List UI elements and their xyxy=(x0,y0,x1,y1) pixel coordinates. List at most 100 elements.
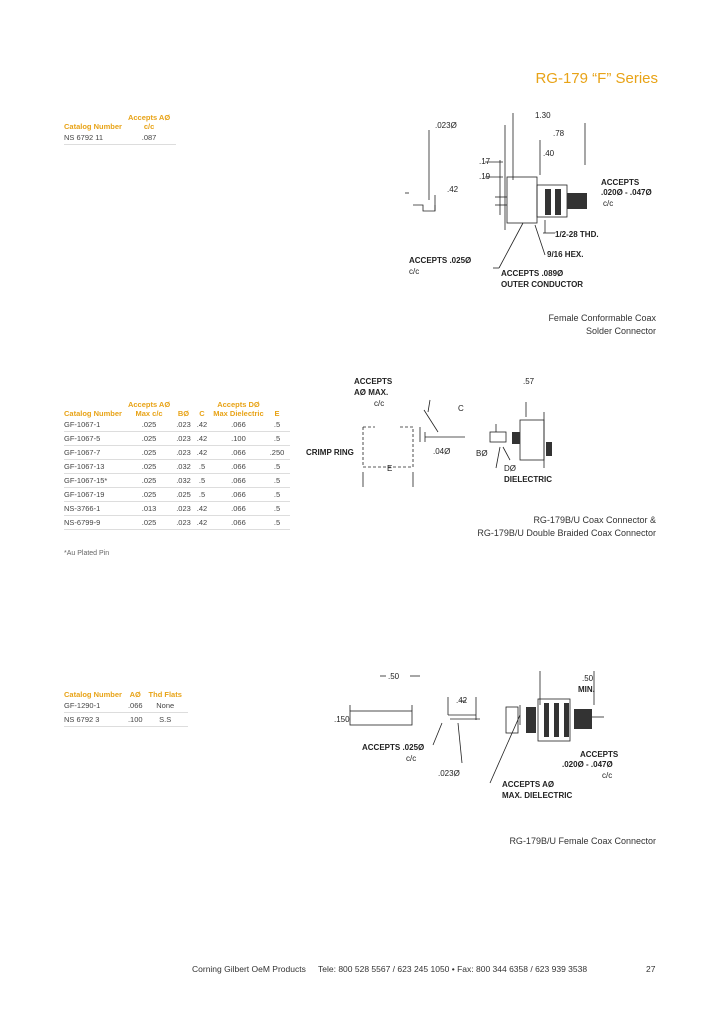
accepts-outer-line1: ACCEPTS .089Ø xyxy=(501,269,563,278)
table-cell: GF-1290-1 xyxy=(64,699,128,713)
table-cell: .025 xyxy=(127,445,177,460)
table-row: GF-1067-15*.025.032.5.066.5 xyxy=(64,473,291,488)
table-cell: .066 xyxy=(213,459,270,474)
column-header: C xyxy=(199,409,205,418)
table-cell: .025 xyxy=(127,473,177,488)
table-cell: .100 xyxy=(127,712,149,727)
column-header: Accepts AØ Max c/c xyxy=(127,400,171,418)
caption-2: RG-179B/U Coax Connector & RG-179B/U Dou… xyxy=(400,514,656,540)
table-cell: .087 xyxy=(127,131,177,145)
accepts-a-line3: c/c xyxy=(374,399,384,408)
caption-1: Female Conformable Coax Solder Connector xyxy=(440,312,656,338)
caption-1-line-2: Solder Connector xyxy=(585,326,656,336)
footer-company: Corning Gilbert OeM Products xyxy=(192,964,306,974)
table-cell: .5 xyxy=(269,431,291,446)
column-header: Catalog Number xyxy=(64,409,122,418)
table-cell: .42 xyxy=(196,431,214,446)
table-row: GF-1067-19.025.025.5.066.5 xyxy=(64,487,291,502)
table-cell: .023 xyxy=(176,431,197,446)
table-cell: .032 xyxy=(176,473,197,488)
table-cell: .5 xyxy=(196,487,214,502)
accepts-right-line1: ACCEPTS xyxy=(580,750,619,759)
caption-2-line-1: RG-179B/U Coax Connector & xyxy=(533,515,656,525)
dim-17: .17 xyxy=(479,157,491,166)
table-cell: .066 xyxy=(213,501,270,516)
table-cell: NS-6799-9 xyxy=(64,515,128,530)
table-cell: .42 xyxy=(196,501,214,516)
dim-42: .42 xyxy=(456,696,468,705)
table-cell: .023 xyxy=(176,418,197,432)
dielectric-label: DIELECTRIC xyxy=(504,475,552,484)
table-cell: GF-1067-1 xyxy=(64,418,128,432)
accepts-a-line1: ACCEPTS xyxy=(354,377,393,386)
column-header: Catalog Number xyxy=(64,690,122,699)
table-cell: .5 xyxy=(269,459,291,474)
table-cell: .025 xyxy=(127,487,177,502)
accepts-right-line1: ACCEPTS xyxy=(601,178,640,187)
table-cell: NS 6792 3 xyxy=(64,712,128,727)
caption-1-line-1: Female Conformable Coax xyxy=(548,313,656,323)
catalog-table-1: Catalog Number Accepts AØ c/c NS 6792 11.… xyxy=(64,113,177,145)
female-coax-drawing: .50 .42 .150 .50 MIN. ACCEPTS .025Ø c/c … xyxy=(334,671,619,800)
accepts-outer-line2: OUTER CONDUCTOR xyxy=(501,280,583,289)
table-cell: .42 xyxy=(196,445,214,460)
table-cell: .025 xyxy=(127,515,177,530)
table-cell: NS 6792 11 xyxy=(64,131,128,145)
table-cell: .5 xyxy=(269,515,291,530)
series-title: RG-179 “F” Series xyxy=(535,70,658,87)
table-cell: GF-1067-5 xyxy=(64,431,128,446)
table-cell: .013 xyxy=(127,501,177,516)
accepts-left-line1: ACCEPTS .025Ø xyxy=(409,256,471,265)
crimp-ring-label: CRIMP RING xyxy=(306,448,354,457)
table-cell: .023 xyxy=(176,445,197,460)
table-cell: .5 xyxy=(269,473,291,488)
table-row: GF-1067-7.025.023.42.066.250 xyxy=(64,445,291,460)
table-cell: .100 xyxy=(213,431,270,446)
table-row: NS-6799-9.025.023.42.066.5 xyxy=(64,515,291,530)
dim-d: DØ xyxy=(504,464,516,473)
table-cell: S.S xyxy=(148,712,188,727)
column-header: AØ xyxy=(129,690,141,699)
accepts-a-dielectric-line2: MAX. DIELECTRIC xyxy=(502,791,572,800)
table-cell: GF-1067-7 xyxy=(64,445,128,460)
table-row: GF-1067-1.025.023.42.066.5 xyxy=(64,418,291,432)
table-cell: .025 xyxy=(127,431,177,446)
accepts-right-line3: c/c xyxy=(602,771,612,780)
table-cell: .5 xyxy=(269,418,291,432)
dim-40: .40 xyxy=(543,149,555,158)
accepts-025-line2: c/c xyxy=(406,754,416,763)
table-cell: .066 xyxy=(127,699,149,713)
accepts-right-line3: c/c xyxy=(603,199,613,208)
table-cell: .066 xyxy=(213,515,270,530)
caption-3-line-1: RG-179B/U Female Coax Connector xyxy=(509,836,656,846)
dim-c: C xyxy=(458,404,464,413)
caption-3: RG-179B/U Female Coax Connector xyxy=(440,835,656,848)
table-row: NS 6792 11.087 xyxy=(64,131,177,145)
accepts-a-dielectric-line1: ACCEPTS AØ xyxy=(502,780,554,789)
dim-19: .19 xyxy=(479,172,491,181)
accepts-right-line2: .020Ø - .047Ø xyxy=(601,188,652,197)
accepts-right-line2: .020Ø - .047Ø xyxy=(562,760,613,769)
dim-04: .04Ø xyxy=(433,447,450,456)
table-cell: GF-1067-19 xyxy=(64,487,128,502)
table-cell: .5 xyxy=(196,459,214,474)
solder-connector-drawing: .023Ø .42 1.30 .78 .40 .17 .19 ACCEPTS .… xyxy=(405,111,652,289)
dim-50-min: .50 xyxy=(582,674,594,683)
table-cell: .025 xyxy=(176,487,197,502)
footer-contact: Tele: 800 528 5567 / 623 245 1050 • Fax:… xyxy=(318,964,588,974)
dim-78: .78 xyxy=(553,129,565,138)
coax-connector-drawing: ACCEPTS AØ MAX. c/c .57 C CRIMP RING E .… xyxy=(306,377,552,487)
table-cell: .250 xyxy=(269,445,291,460)
column-header: Catalog Number xyxy=(64,122,122,131)
table-cell: NS-3766-1 xyxy=(64,501,128,516)
accepts-left-line2: c/c xyxy=(409,267,419,276)
table-row: GF-1067-13.025.032.5.066.5 xyxy=(64,459,291,474)
thread-label: 1/2-28 THD. xyxy=(555,230,599,239)
hex-label: 9/16 HEX. xyxy=(547,250,583,259)
table-cell: .066 xyxy=(213,473,270,488)
column-header: Accepts AØ c/c xyxy=(127,113,171,131)
table-cell: .066 xyxy=(213,418,270,432)
min-label: MIN. xyxy=(578,685,595,694)
dim-e: E xyxy=(387,464,392,473)
